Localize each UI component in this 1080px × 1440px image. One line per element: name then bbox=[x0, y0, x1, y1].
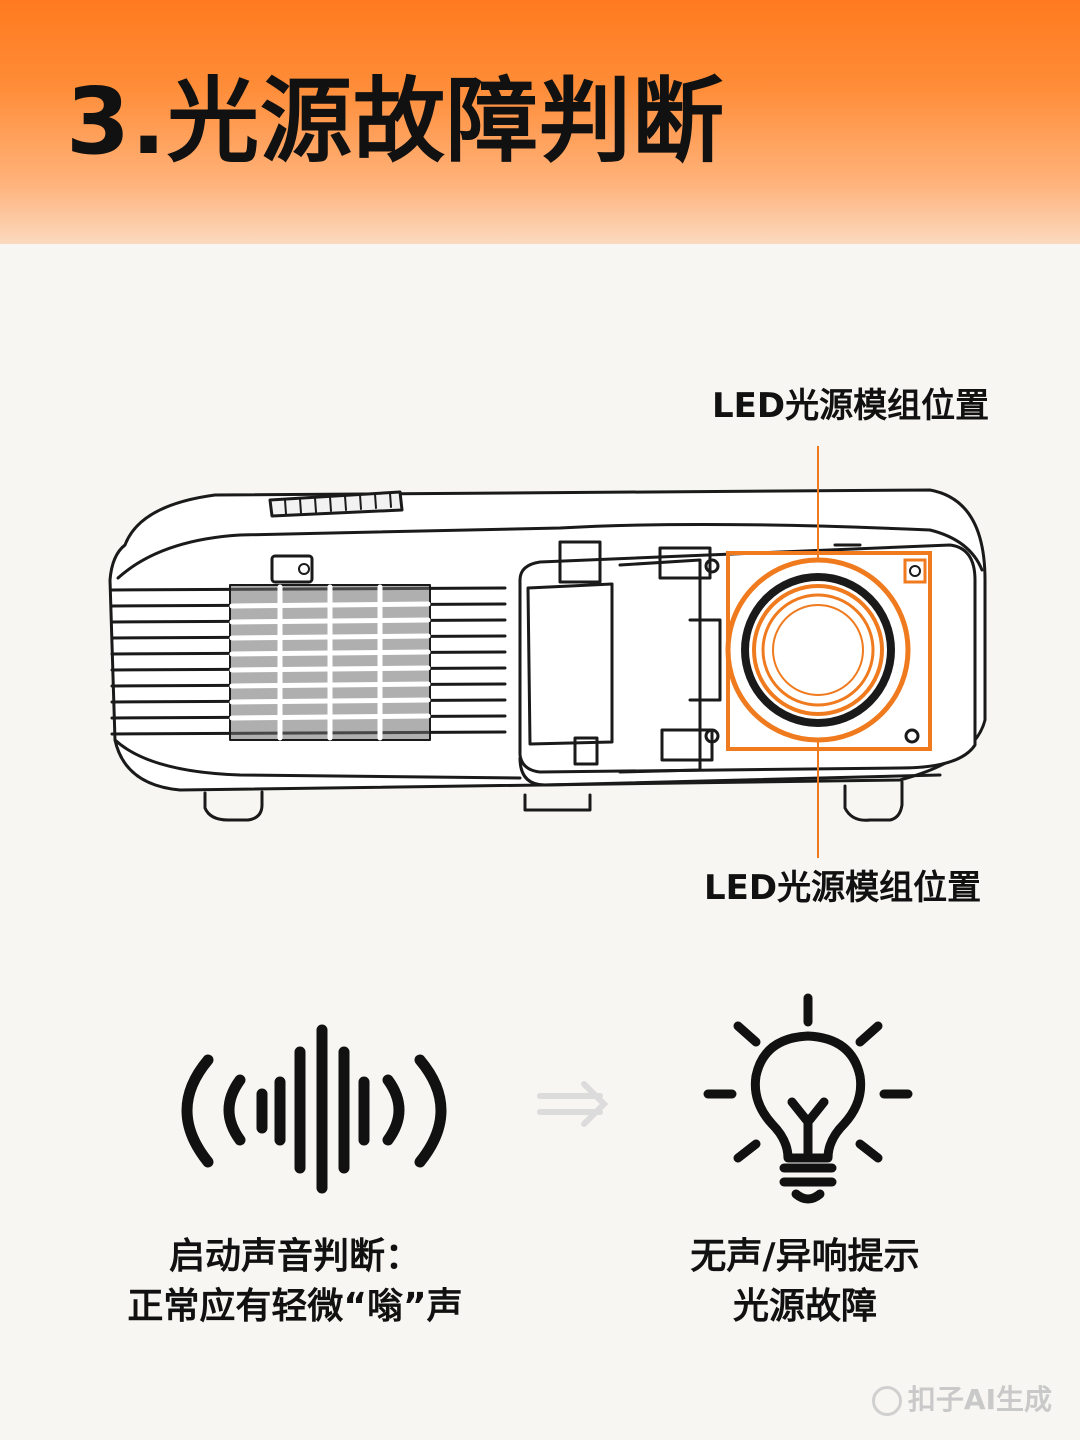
led-module-label-bottom: LED光源模组位置 bbox=[704, 868, 982, 908]
caption-fault-hint: 无声/异响提示 光源故障 bbox=[620, 1232, 990, 1332]
header-banner: 3.光源故障判断 bbox=[0, 0, 1080, 244]
caption-left-line2: 正常应有轻微“嗡”声 bbox=[127, 1286, 463, 1327]
foot-right bbox=[843, 780, 904, 822]
led-lens-ring bbox=[741, 573, 895, 727]
caption-right-line1: 无声/异响提示 bbox=[690, 1236, 920, 1277]
watermark-logo-icon bbox=[871, 1386, 902, 1416]
foot-left bbox=[203, 790, 264, 822]
page-title: 3.光源故障判断 bbox=[66, 68, 725, 175]
light-bulb-icon bbox=[703, 993, 913, 1204]
arrow-right-icon bbox=[537, 1081, 609, 1127]
watermark: 扣子AI生成 bbox=[871, 1378, 1052, 1418]
caption-startup-sound: 启动声音判断： 正常应有轻微“嗡”声 bbox=[90, 1232, 500, 1332]
watermark-text: 扣子AI生成 bbox=[907, 1383, 1052, 1416]
power-button bbox=[270, 554, 314, 584]
sound-wave-icon bbox=[181, 1024, 447, 1194]
top-vent bbox=[268, 490, 404, 518]
caption-left-line1: 启动声音判断： bbox=[168, 1236, 421, 1277]
caption-right-line2: 光源故障 bbox=[732, 1286, 877, 1327]
led-module-label-top: LED光源模组位置 bbox=[712, 386, 990, 426]
